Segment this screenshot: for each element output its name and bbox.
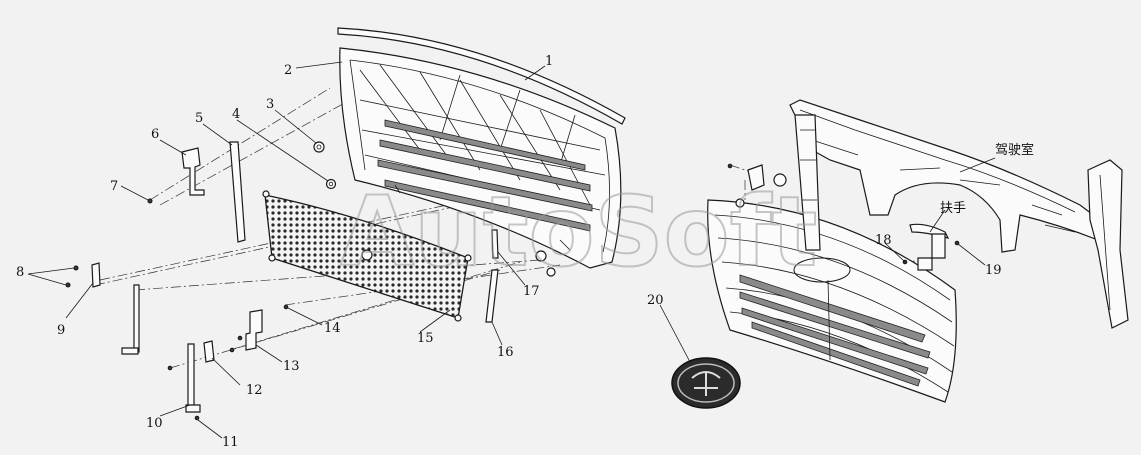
callout-5: 5 [195, 111, 203, 126]
cab-label: 驾驶室 [995, 142, 1034, 158]
grille-mount-brackets [727, 163, 787, 208]
bracket-part-10 [185, 343, 201, 413]
callout-3: 3 [266, 97, 274, 112]
bracket-part-13 [237, 309, 263, 351]
callout-20: 20 [647, 293, 664, 308]
front-panel-frame [339, 47, 622, 269]
screw-part-14 [283, 304, 289, 310]
callout-10: 10 [146, 416, 163, 431]
screws-part-8 [65, 265, 79, 288]
callout-1: 1 [545, 54, 553, 69]
watermark-text: AutoSoft [340, 176, 817, 288]
handle-label: 扶手 [940, 201, 966, 216]
callout-12: 12 [246, 383, 263, 398]
callout-15: 15 [417, 331, 434, 346]
strip-part-17 [491, 229, 499, 259]
assembly-lines [94, 87, 926, 369]
emblem-part-20 [671, 357, 741, 409]
bracket-part-9 [91, 262, 101, 288]
callout-4: 4 [232, 107, 240, 122]
bracket-part-6 [181, 147, 205, 196]
callout-11: 11 [222, 435, 239, 450]
handle-assembly [902, 223, 960, 271]
cab-frame [789, 99, 1129, 329]
callout-18: 18 [875, 233, 892, 248]
vertical-strip-part-5 [229, 141, 246, 243]
callout-14: 14 [324, 321, 341, 336]
front-grille-assembly [707, 199, 957, 403]
callout-6: 6 [151, 127, 159, 142]
callout-17: 17 [523, 284, 540, 299]
nut-lower [535, 250, 556, 277]
callout-8: 8 [16, 265, 24, 280]
callout-2: 2 [284, 63, 292, 78]
mesh-grille-part-15 [262, 190, 472, 322]
support-rod [121, 284, 140, 355]
callout-numbers: 1 2 3 4 5 6 7 8 9 10 11 12 13 14 15 16 1… [16, 54, 1002, 450]
callout-19: 19 [985, 263, 1002, 278]
callout-9: 9 [57, 323, 65, 338]
screw-part-11 [194, 415, 200, 421]
bolt-part-4 [325, 178, 337, 190]
screw-part-7 [147, 198, 153, 204]
nut-part-3 [313, 141, 325, 153]
top-trim-strip [337, 27, 626, 125]
callout-13: 13 [283, 359, 300, 374]
callout-16: 16 [497, 345, 514, 360]
leader-lines [27, 61, 996, 439]
callout-7: 7 [110, 179, 118, 194]
